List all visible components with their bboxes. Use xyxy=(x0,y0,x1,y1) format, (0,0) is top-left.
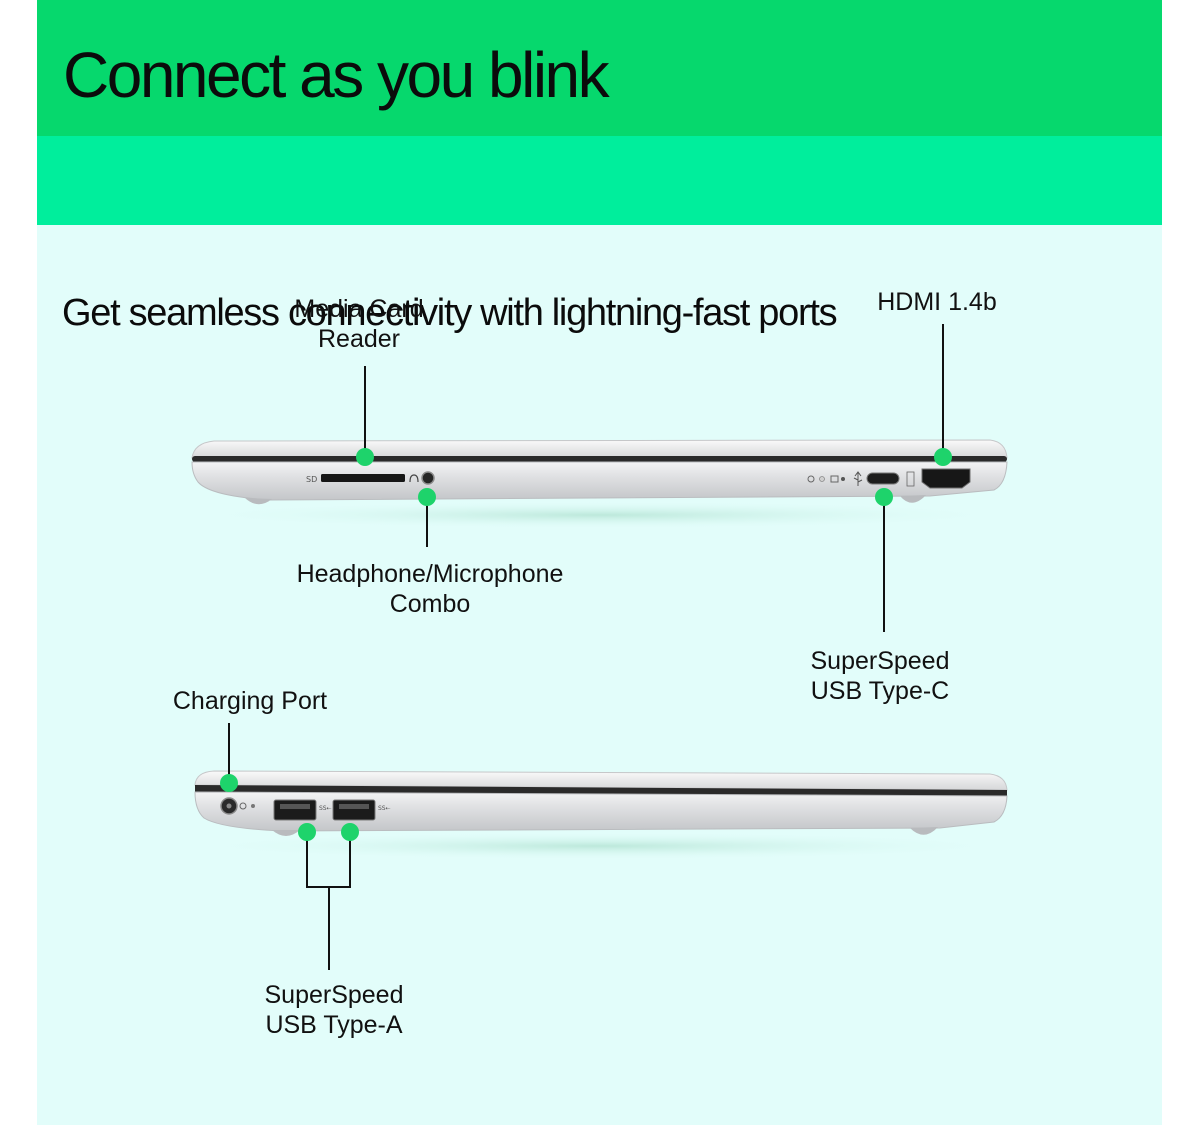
charging-marker xyxy=(220,774,238,792)
usb-c-marker xyxy=(875,488,893,506)
hdmi-marker xyxy=(934,448,952,466)
hdmi-label: HDMI 1.4b xyxy=(877,288,997,316)
sd-card-slot xyxy=(321,474,405,482)
usb-symbol-icon xyxy=(853,471,863,486)
usb-a-port-2 xyxy=(332,799,376,821)
laptop-right-side: SS⇠ SS⇠ xyxy=(180,770,1020,860)
hdmi-marking-icon xyxy=(906,471,915,487)
page-title: Connect as you blink xyxy=(63,39,610,111)
content-panel: Connect as you blink Get seamless connec… xyxy=(37,0,1162,1125)
status-led-icons xyxy=(807,475,845,483)
usb-a-marker-2 xyxy=(341,823,359,841)
ss-icon-1: SS⇠ xyxy=(319,805,332,812)
usb-c-port xyxy=(866,472,900,485)
charging-port-label: Charging Port xyxy=(172,687,328,715)
media-card-reader-label: Media Card Reader xyxy=(294,295,424,353)
laptop-left-side: SD xyxy=(180,439,1020,529)
headphone-combo-label: Headphone/Microphone Combo xyxy=(296,560,564,618)
usb-a-port-1 xyxy=(273,799,317,821)
ss-icon-2: SS⇠ xyxy=(378,805,391,812)
hdmi-port xyxy=(921,468,971,489)
power-plug-icon xyxy=(239,802,255,810)
page-subtitle: Get seamless connectivity with lightning… xyxy=(62,292,838,334)
media-card-marker xyxy=(356,448,374,466)
usb-c-label: SuperSpeed USB Type-C xyxy=(810,647,950,705)
subtitle-banner: Get seamless connectivity with lightning… xyxy=(37,136,1162,334)
headphone-icon xyxy=(409,474,419,483)
sd-marking: SD xyxy=(306,475,317,484)
headphone-marker xyxy=(418,488,436,506)
usb-a-marker-1 xyxy=(298,823,316,841)
callout-lines-bottom xyxy=(228,723,351,970)
callout-lines-top xyxy=(364,324,944,632)
usb-a-label: SuperSpeed USB Type-A xyxy=(264,981,404,1039)
audio-jack xyxy=(421,471,435,485)
title-banner: Connect as you blink xyxy=(37,0,1162,136)
